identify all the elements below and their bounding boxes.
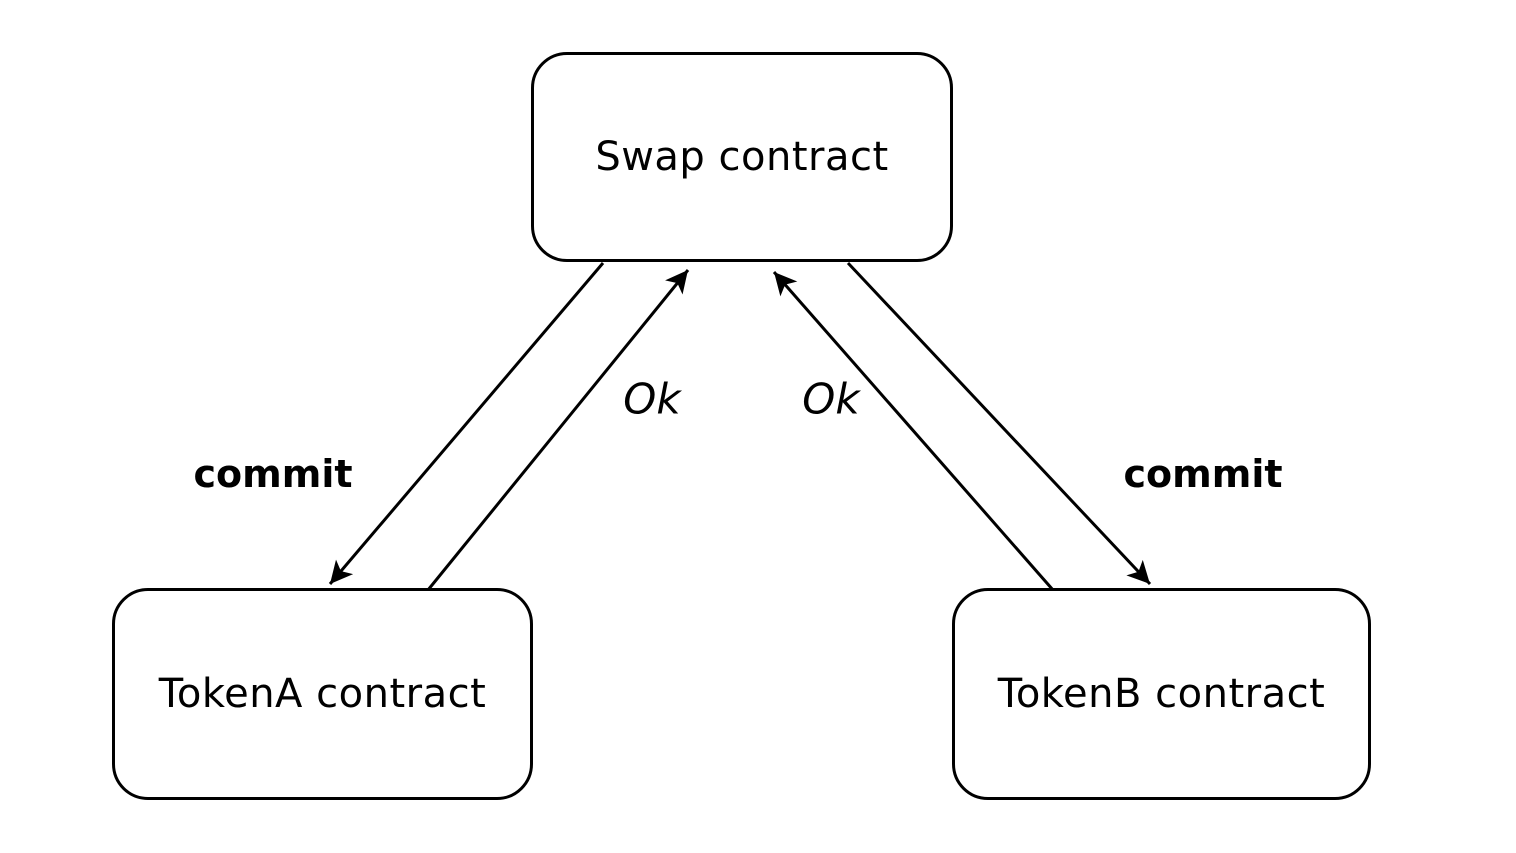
edge-label-commit-left: commit — [193, 452, 353, 496]
node-tokena-contract-label: TokenA contract — [158, 671, 487, 717]
node-tokena-contract: TokenA contract — [112, 588, 533, 800]
ok-arrow-tokenb-to-swap — [772, 271, 1055, 591]
node-tokenb-contract-label: TokenB contract — [997, 671, 1326, 717]
edge-label-commit-right: commit — [1123, 452, 1283, 496]
node-swap-contract: Swap contract — [531, 52, 953, 262]
commit-arrow-swap-to-tokenb — [846, 261, 1152, 586]
edge-label-ok-left: Ok — [623, 374, 681, 424]
node-tokenb-contract: TokenB contract — [952, 588, 1371, 800]
commit-arrow-swap-to-tokena — [328, 262, 605, 585]
ok-arrow-tokena-to-swap — [426, 269, 690, 591]
edge-label-ok-right: Ok — [802, 374, 860, 424]
node-swap-contract-label: Swap contract — [595, 134, 889, 180]
